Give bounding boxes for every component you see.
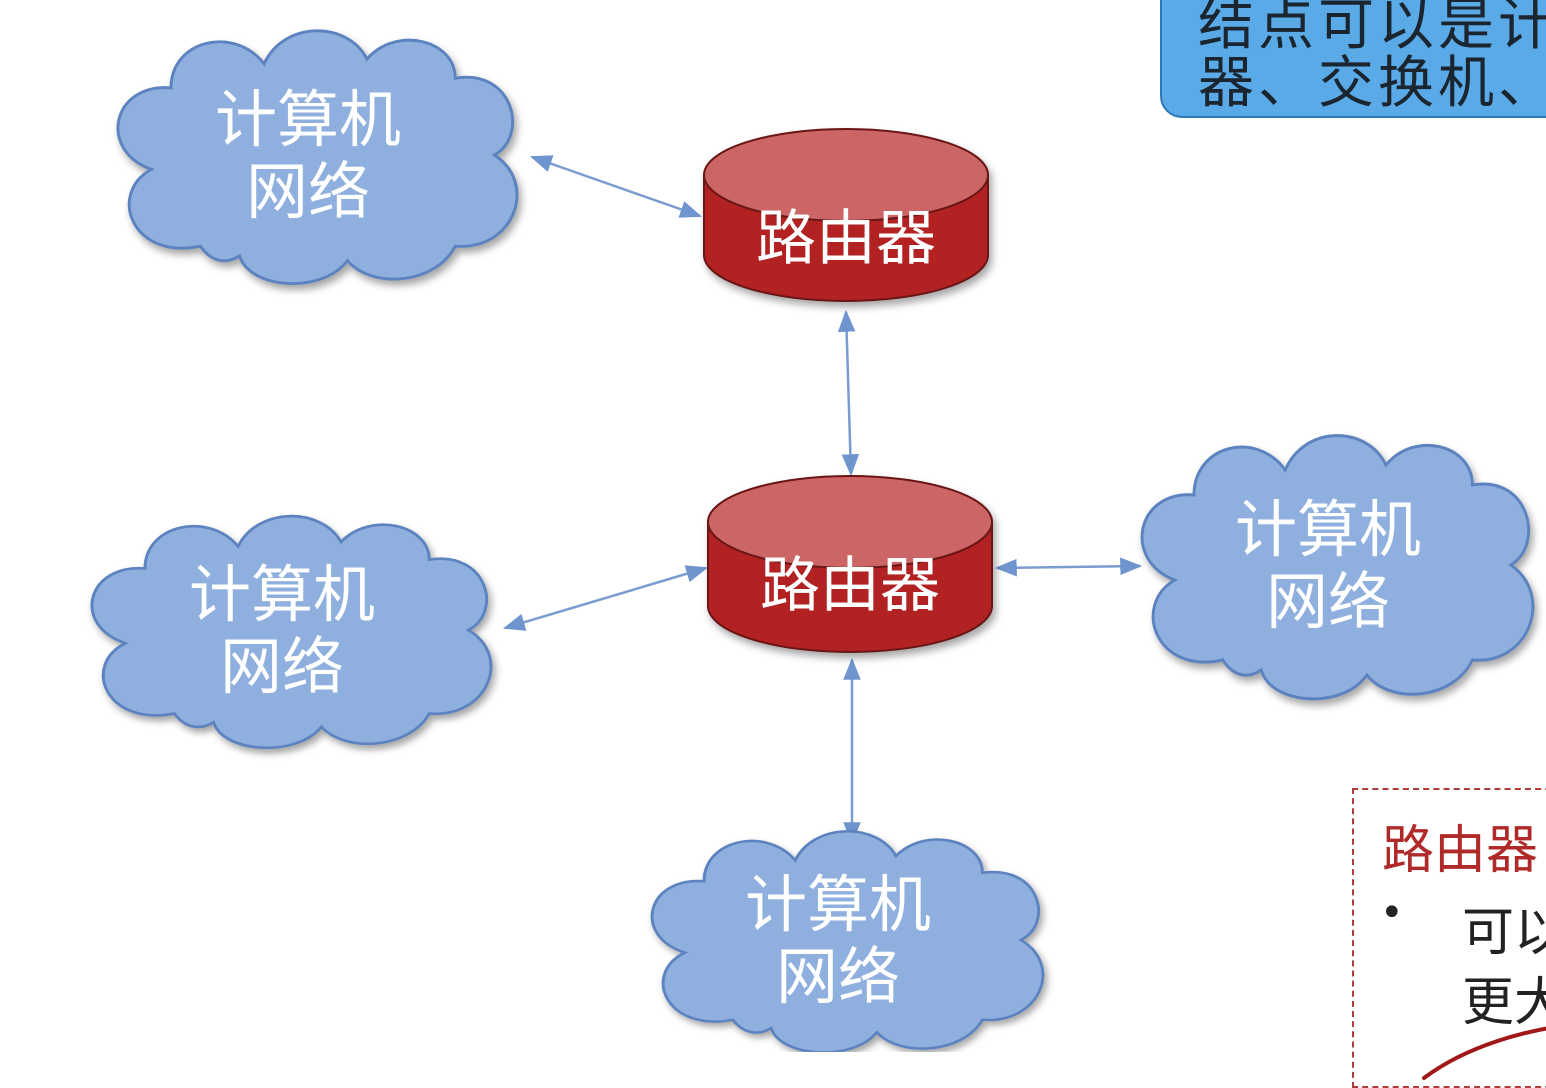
- router-label: 路由器: [760, 551, 940, 621]
- note-line-1: 可以: [1462, 903, 1546, 963]
- note-bullet: •: [1380, 890, 1404, 936]
- router-note-box: 路由器 • 可以 更大: [1352, 788, 1546, 1088]
- note-line-2: 更大: [1462, 973, 1546, 1033]
- link-topcloud-toprouter: [529, 155, 703, 218]
- callout-line-1: 结点可以是计: [1198, 0, 1546, 58]
- cloud-label-line-2: 网络: [246, 155, 370, 228]
- link-leftcloud-centerrouter: [502, 565, 709, 631]
- cloud-shape: [650, 830, 1045, 1052]
- note-title: 路由器: [1382, 821, 1539, 881]
- router-label: 路由器: [756, 204, 936, 274]
- cloud-label-line-1: 计算机: [189, 558, 375, 631]
- router-top-face: [707, 475, 993, 569]
- cloud-shape: [1140, 434, 1535, 701]
- cloud-label-line-2: 网络: [776, 940, 900, 1013]
- cloud-label-line-1: 计算机: [1235, 493, 1421, 566]
- link-centerrouter-rightcloud: [994, 557, 1143, 577]
- cloud-label-line-1: 计算机: [745, 868, 931, 941]
- cloud-label-line-2: 网络: [220, 630, 344, 703]
- info-callout: 结点可以是计 器、交换机、: [1160, 0, 1546, 118]
- cloud-label-line-2: 网络: [1266, 565, 1390, 638]
- router-center: 路由器: [707, 475, 993, 653]
- cloud-shape: [90, 514, 493, 750]
- link-toprouter-centerrouter: [837, 309, 860, 477]
- router-top-face: [703, 128, 989, 222]
- callout-line-2: 器、交换机、: [1198, 51, 1546, 116]
- cloud-shape: [116, 29, 519, 285]
- router-top: 路由器: [703, 128, 989, 302]
- handwritten-mark: [1422, 1026, 1546, 1080]
- cloud-label-line-1: 计算机: [215, 83, 401, 156]
